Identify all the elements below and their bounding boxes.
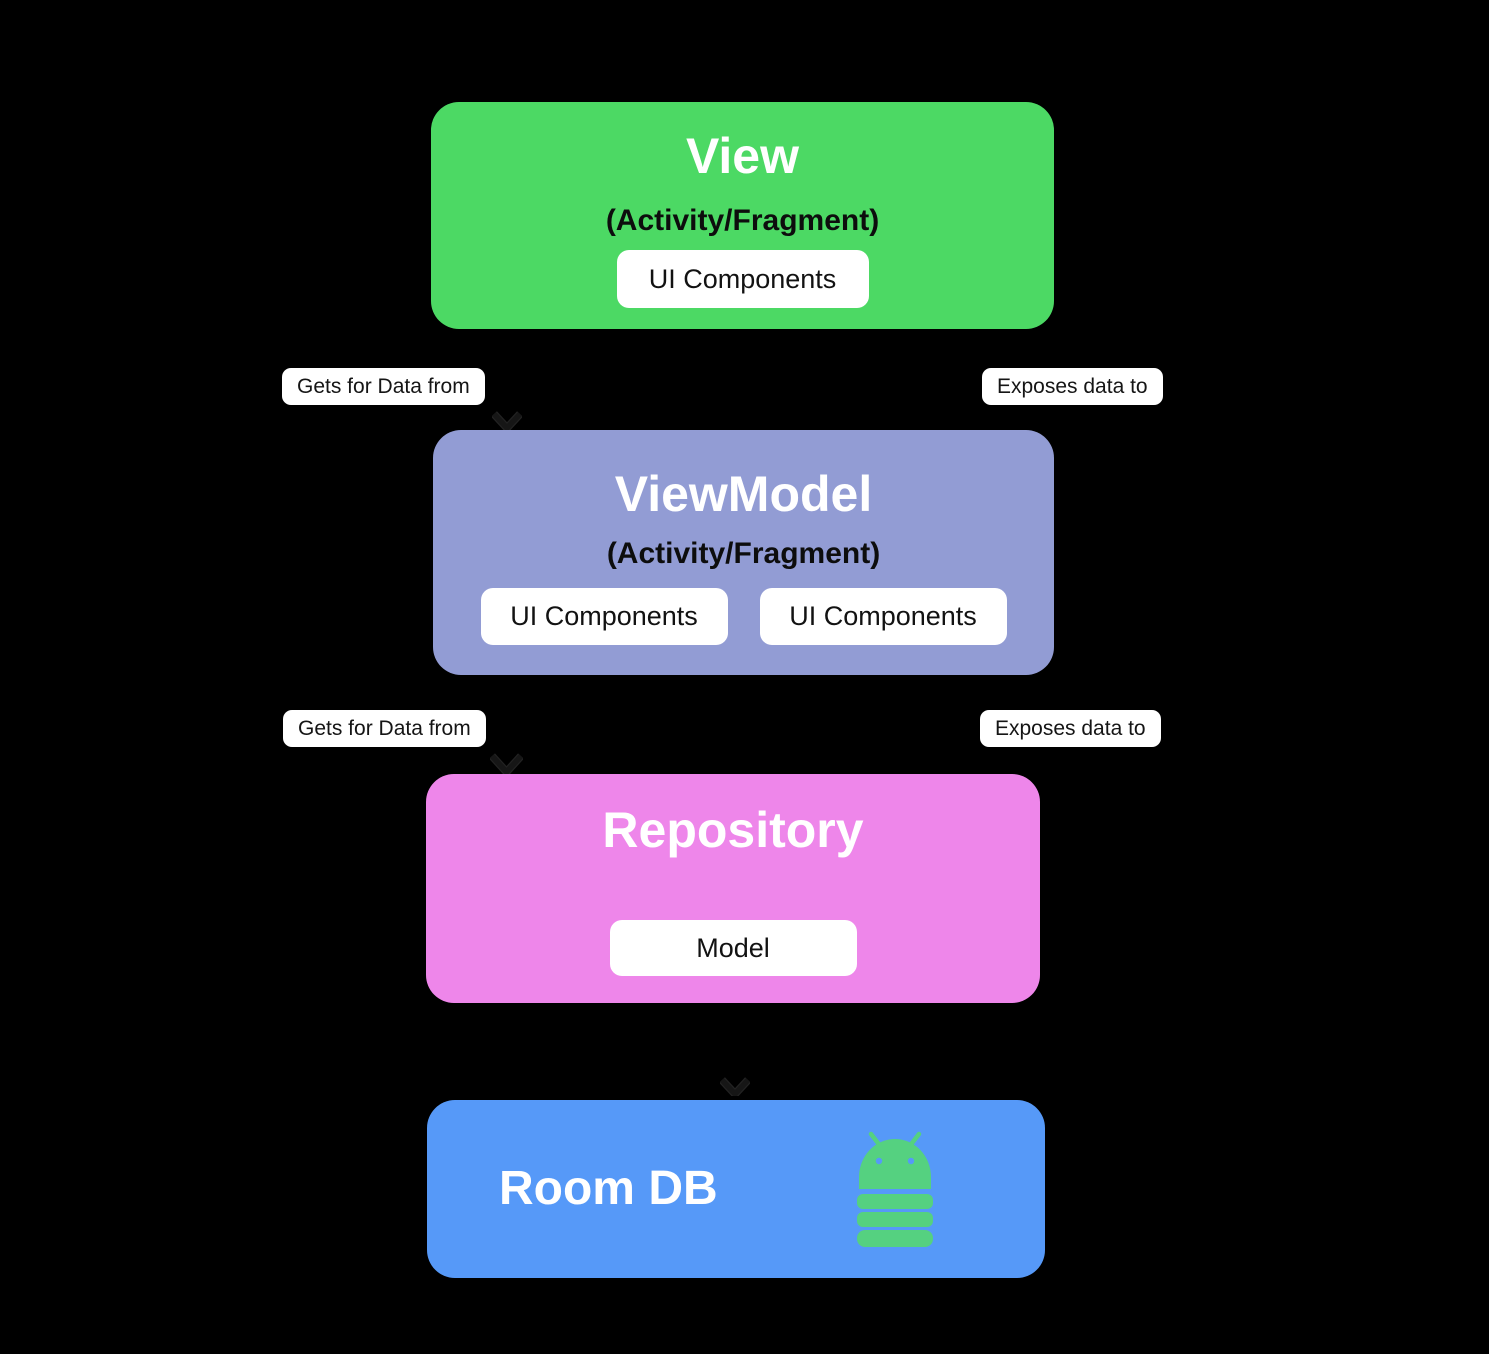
- viewmodel-ui-components-pill-left: UI Components: [480, 588, 728, 645]
- edge-label-gets-data-1: Gets for Data from: [282, 368, 485, 405]
- edge-label-gets-data-2: Gets for Data from: [283, 710, 486, 747]
- repository-layer-box: Repository Model: [426, 774, 1040, 1003]
- viewmodel-layer-box: ViewModel (Activity/Fragment) UI Compone…: [433, 430, 1054, 675]
- roomdb-box-title: Room DB: [499, 1162, 718, 1215]
- android-database-icon: [857, 1131, 933, 1247]
- repository-model-pill: Model: [609, 920, 857, 976]
- chevron-down-icon: [490, 753, 523, 774]
- viewmodel-ui-components-pill-right: UI Components: [759, 588, 1007, 645]
- view-box-subtitle: (Activity/Fragment): [605, 204, 880, 237]
- roomdb-layer-box: Room DB: [427, 1100, 1045, 1278]
- edge-label-exposes-data-2: Exposes data to: [980, 710, 1161, 747]
- view-box-title: View: [685, 128, 800, 184]
- chevron-down-icon: [492, 411, 522, 430]
- viewmodel-box-subtitle: (Activity/Fragment): [606, 537, 881, 570]
- view-layer-box: View (Activity/Fragment) UI Components: [431, 102, 1054, 329]
- viewmodel-pill-row: UI Components UI Components: [480, 588, 1007, 645]
- chevron-down-icon: [720, 1077, 750, 1096]
- viewmodel-box-title: ViewModel: [614, 466, 873, 522]
- repository-box-title: Repository: [602, 802, 864, 858]
- edge-label-exposes-data-1: Exposes data to: [982, 368, 1163, 405]
- view-ui-components-pill: UI Components: [616, 250, 869, 308]
